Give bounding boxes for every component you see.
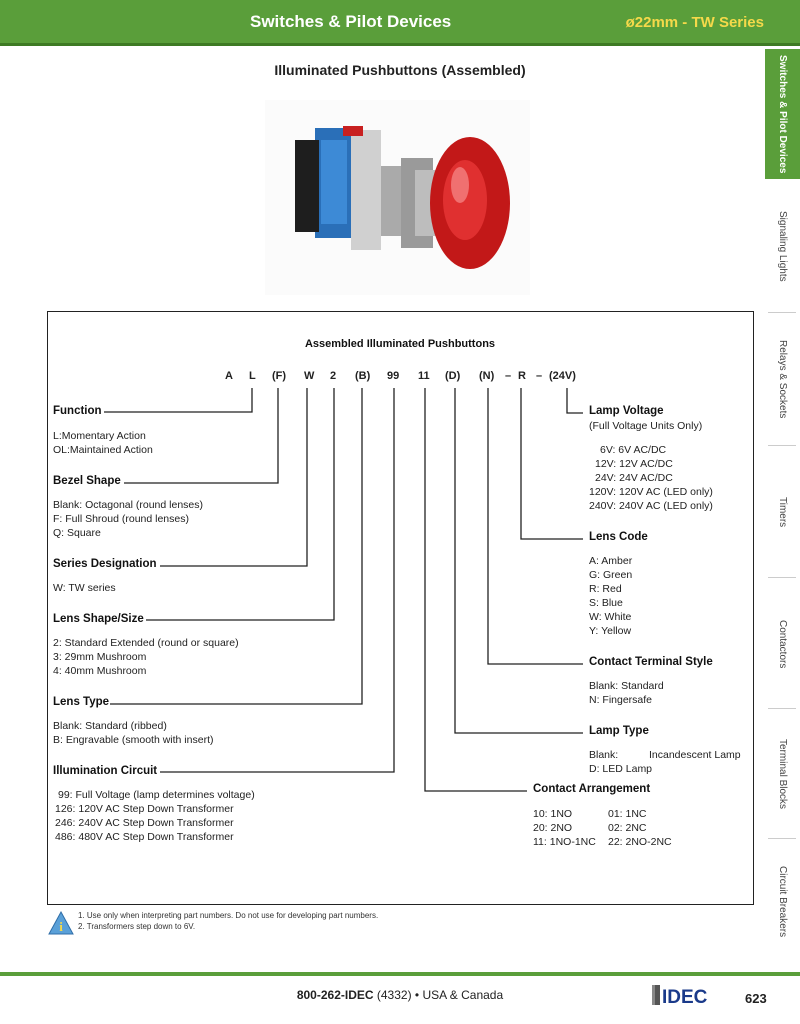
illumination-line: 486: 480V AC Step Down Transformer [55,831,234,843]
contact-arrangement-line: 11: 1NO-1NC [533,836,596,848]
lamp-voltage-line: 24V: 24V AC/DC [595,472,673,484]
function-line: OL:Maintained Action [53,444,153,456]
code-part: (F) [272,370,287,382]
lamp-voltage-heading: Lamp Voltage [589,405,664,417]
tab-timers[interactable]: Timers [777,496,788,528]
code-part: (24V) [549,370,576,382]
contact-arrangement-heading: Contact Arrangement [533,783,651,795]
lamp-voltage-line: 6V: 6V AC/DC [600,444,667,456]
lens-type-line: Blank: Standard (ribbed) [53,720,167,732]
lens-code-line: R: Red [589,583,622,595]
contact-terminal-line: Blank: Standard [589,680,664,692]
header-title: Switches & Pilot Devices [250,12,452,31]
tab-relays[interactable]: Relays & Sockets [777,339,788,419]
tab-divider [768,838,796,839]
lamp-voltage-line: 120V: 120V AC (LED only) [589,486,713,498]
illumination-line: 126: 120V AC Step Down Transformer [55,803,234,815]
pushbutton-product-image [265,100,530,295]
contact-arrangement-line: 02: 2NC [608,822,647,834]
illumination-heading: Illumination Circuit [53,765,158,777]
bezel-line: Blank: Octagonal (round lenses) [53,499,203,511]
bezel-line: F: Full Shroud (round lenses) [53,513,189,525]
idec-logo: IDEC [652,985,708,1007]
lens-code-line: A: Amber [589,555,633,567]
tab-divider [768,708,796,709]
footer-phone-rest: (4332) • USA & Canada [373,988,504,1002]
code-part: (D) [445,370,461,382]
footnote: 2. Transformers step down to 6V. [78,922,196,931]
svg-text:i: i [59,919,63,934]
code-part: A [225,370,233,382]
header-series: ø22mm - TW Series [625,14,764,31]
lens-shape-line: 4: 40mm Mushroom [53,665,147,677]
lamp-type-line: Incandescent Lamp [649,749,741,761]
contact-terminal-heading: Contact Terminal Style [589,656,713,668]
lamp-voltage-line: 12V: 12V AC/DC [595,458,673,470]
lens-shape-heading: Lens Shape/Size [53,613,144,625]
contact-arrangement-line: 10: 1NO [533,808,573,820]
footer-phone: 800-262-IDEC [296,988,374,1002]
code-part: 11 [418,370,430,382]
code-part: L [249,370,256,382]
code-part: 99 [387,370,400,382]
tab-terminal-blocks[interactable]: Terminal Blocks [777,738,788,810]
illumination-line: 246: 240V AC Step Down Transformer [55,817,234,829]
contact-terminal-line: N: Fingersafe [589,694,653,706]
code-part: (B) [355,370,371,382]
bezel-line: Q: Square [53,527,101,539]
diagram-title: Assembled Illuminated Pushbuttons [304,338,496,350]
bezel-heading: Bezel Shape [53,475,121,487]
lamp-voltage-sub: (Full Voltage Units Only) [589,420,703,432]
tab-contactors[interactable]: Contactors [777,619,788,669]
lens-code-line: G: Green [589,569,633,581]
tab-switches[interactable]: Switches & Pilot Devices [765,49,800,179]
function-heading: Function [53,405,102,417]
code-part: (N) [479,370,495,382]
lamp-voltage-line: 240V: 240V AC (LED only) [589,500,713,512]
tab-divider [768,577,796,578]
tab-divider [768,312,796,313]
svg-text:IDEC: IDEC [662,987,708,1007]
page-number: 623 [745,991,767,1006]
tab-signaling-lights[interactable]: Signaling Lights [777,210,788,282]
tab-circuit-breakers[interactable]: Circuit Breakers [777,865,788,938]
lens-type-line: B: Engravable (smooth with insert) [53,734,214,746]
lens-code-line: Y: Yellow [589,625,632,637]
tab-divider [768,445,796,446]
footer-rule [0,972,800,976]
code-part: – [536,370,543,382]
function-line: L:Momentary Action [53,430,146,442]
page-header: Switches & Pilot Devices ø22mm - TW Seri… [0,0,800,46]
page-title: Illuminated Pushbuttons (Assembled) [274,62,526,78]
contact-arrangement-line: 01: 1NC [608,808,647,820]
section-sidebar: Switches & Pilot Devices Signaling Light… [765,49,800,964]
footer-contact: 800-262-IDEC (4332) • USA & Canada [0,988,800,1002]
code-part: 2 [330,370,337,382]
code-part: – [505,370,512,382]
lamp-type-line: D: LED Lamp [589,763,653,775]
contact-arrangement-line: 20: 2NO [533,822,573,834]
part-number-diagram [47,311,754,905]
lens-shape-line: 2: Standard Extended (round or square) [53,637,239,649]
lens-type-heading: Lens Type [53,696,110,708]
series-line: W: TW series [53,582,116,594]
lens-shape-line: 3: 29mm Mushroom [53,651,147,663]
contact-arrangement-line: 22: 2NO-2NC [608,836,672,848]
lamp-type-line: Blank: [589,749,619,761]
series-heading: Series Designation [53,558,157,570]
code-part: R [518,370,526,382]
code-part: W [304,370,315,382]
lens-code-line: W: White [589,611,632,623]
illumination-line: 99: Full Voltage (lamp determines voltag… [58,789,255,801]
lens-code-heading: Lens Code [589,531,648,543]
footnote: 1. Use only when interpreting part numbe… [78,911,379,920]
lamp-type-heading: Lamp Type [589,725,649,737]
lens-code-line: S: Blue [589,597,623,609]
info-warning-icon: i [48,911,74,935]
